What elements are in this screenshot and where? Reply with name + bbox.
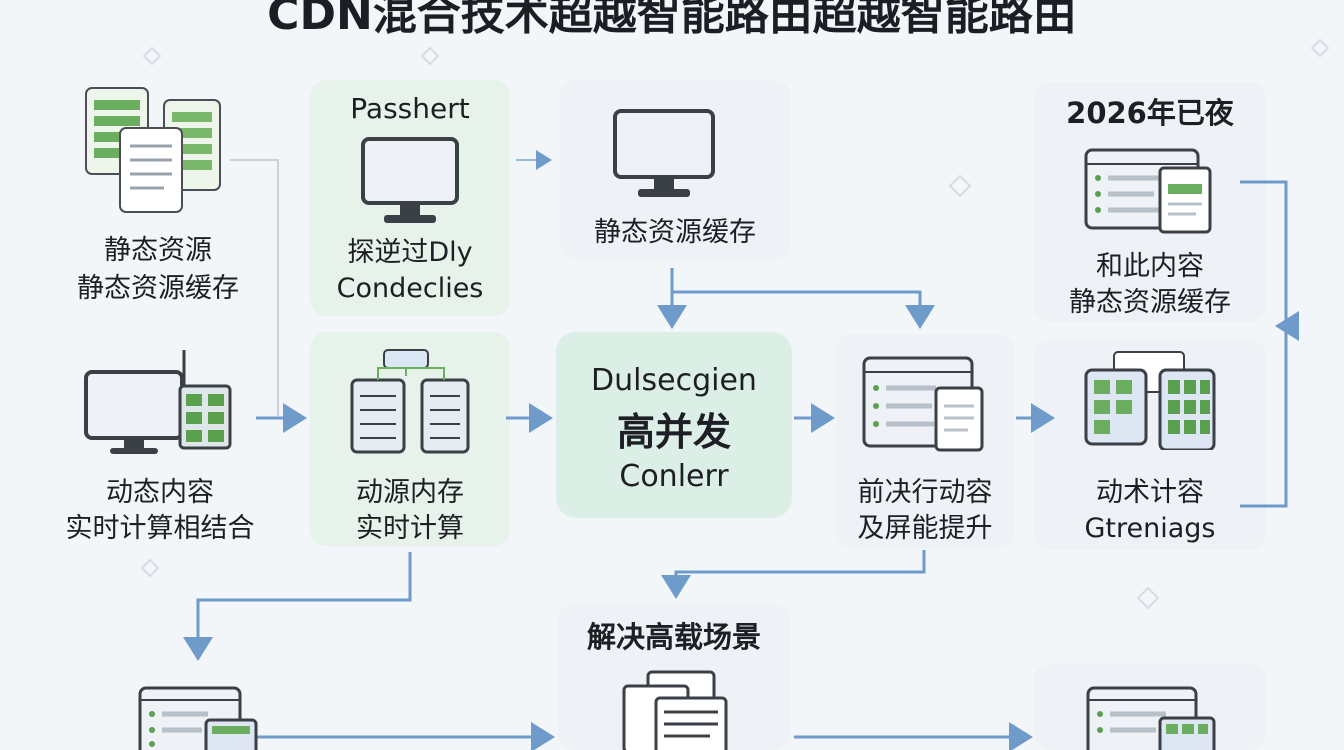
- page-title: CDN混合技术超越智能路由超越智能路由: [267, 0, 1077, 40]
- passhert-line-2: Condeclies: [336, 273, 484, 304]
- tech-line-2: Gtreniags: [1084, 513, 1216, 544]
- hub-line-3: Conlerr: [619, 459, 729, 494]
- monitor-icon: [361, 137, 459, 223]
- arrow-cache-branch: [672, 290, 935, 329]
- year-card-heading: 2026年已夜: [1066, 96, 1234, 130]
- deco-diamond: [1136, 586, 1160, 610]
- improve-line-1: 前决行动容: [857, 477, 993, 508]
- monitor-icon: [613, 109, 715, 197]
- top-left-label-2: 静态资源缓存: [77, 273, 239, 304]
- year-card-line-2: 静态资源缓存: [1069, 287, 1231, 318]
- right-bracket: [1240, 180, 1288, 508]
- server-monitor-icon: [84, 350, 232, 454]
- hub-line-2: 高并发: [616, 410, 731, 454]
- passhert-line-1: 探逆过Dly: [347, 237, 473, 268]
- hub-card: [556, 332, 792, 518]
- deco-diamond: [142, 46, 162, 66]
- faint-line-left: [230, 159, 279, 416]
- static-cache-label: 静态资源缓存: [594, 217, 756, 248]
- passhert-heading: Passhert: [350, 92, 470, 125]
- grid-tablet-icon: [1084, 351, 1216, 450]
- server-rack-icon: [350, 349, 470, 454]
- deco-diamond: [420, 46, 440, 66]
- year-card-line-1: 和此内容: [1096, 251, 1204, 282]
- dynamic-label-1: 动态内容: [106, 477, 214, 508]
- tech-line-1: 动术计容: [1096, 477, 1204, 508]
- deco-diamond: [948, 174, 972, 198]
- arrow-improve-to-scenario: [661, 550, 926, 599]
- document-window-icon: [862, 356, 984, 452]
- arrow-store-loop: [183, 552, 412, 661]
- dynamic-label-2: 实时计算相结合: [65, 513, 255, 544]
- dynamic-store-line-1: 动源内存: [356, 477, 464, 508]
- document-window-icon: [138, 686, 258, 750]
- document-window-icon: [1086, 686, 1216, 750]
- top-left-label-1: 静态资源: [104, 235, 212, 266]
- deco-diamond: [1310, 38, 1330, 58]
- hub-line-1: Dulsecgien: [591, 363, 757, 398]
- dynamic-store-line-2: 实时计算: [356, 513, 464, 544]
- document-stack-icon: [85, 87, 221, 213]
- scenario-label: 解决高载场景: [586, 620, 761, 654]
- paper-stack-icon: [622, 670, 728, 750]
- deco-diamond: [140, 558, 160, 578]
- improve-line-2: 及屏能提升: [857, 513, 993, 544]
- document-window-icon: [1084, 148, 1212, 234]
